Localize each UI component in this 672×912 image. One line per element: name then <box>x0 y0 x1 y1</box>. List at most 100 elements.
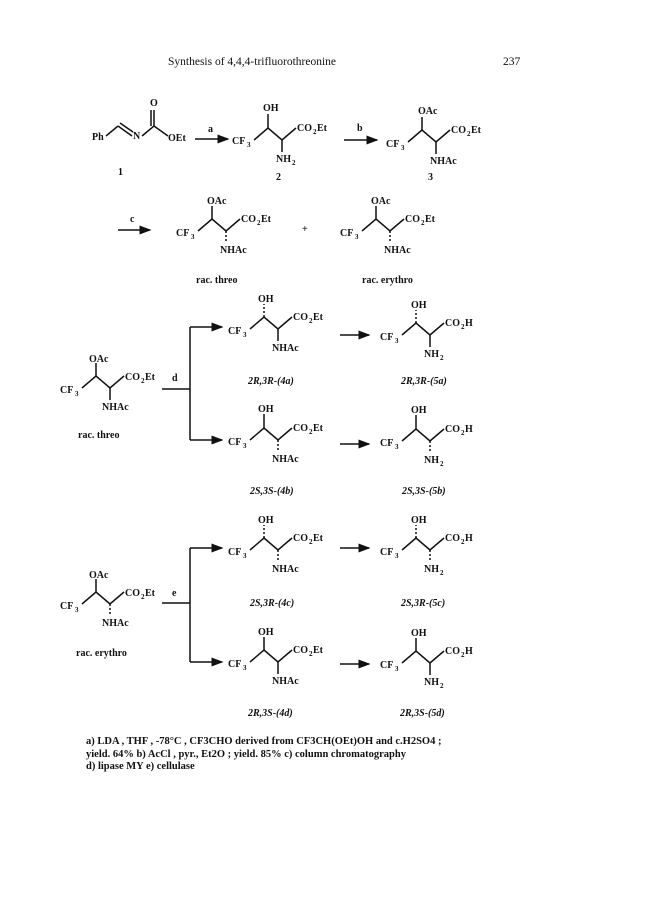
svg-text:3: 3 <box>243 664 247 672</box>
svg-text:H: H <box>465 646 473 657</box>
svg-text:2: 2 <box>440 569 444 577</box>
svg-text:CF: CF <box>60 385 73 396</box>
step-b-label: b <box>357 123 363 134</box>
svg-text:OH: OH <box>258 294 274 305</box>
svg-text:3: 3 <box>247 141 251 149</box>
svg-text:Et: Et <box>313 423 324 434</box>
svg-text:3: 3 <box>395 337 399 345</box>
label-5d: 2R,3S-(5d) <box>399 708 445 719</box>
plus-sign: + <box>302 224 308 235</box>
branch-d <box>162 327 191 440</box>
svg-text:CF: CF <box>340 228 353 239</box>
svg-text:3: 3 <box>395 552 399 560</box>
svg-text:CO: CO <box>445 424 460 435</box>
svg-text:2: 2 <box>461 538 465 546</box>
compound-3-label: 3 <box>428 172 433 183</box>
svg-text:NH: NH <box>424 455 439 466</box>
svg-text:NH: NH <box>424 564 439 575</box>
branch-e <box>162 548 191 662</box>
svg-text:NHAc: NHAc <box>220 245 247 256</box>
svg-text:H: H <box>465 533 473 544</box>
compound-1-label: 1 <box>118 167 123 178</box>
svg-text:OH: OH <box>411 300 427 311</box>
svg-text:CF: CF <box>60 601 73 612</box>
svg-text:3: 3 <box>355 233 359 241</box>
reagents-footnote: a) LDA , THF , -78°C , CF3CHO derived fr… <box>86 736 556 774</box>
svg-text:OH: OH <box>411 515 427 526</box>
svg-text:CF: CF <box>228 437 241 448</box>
svg-text:OH: OH <box>411 405 427 416</box>
svg-text:CF: CF <box>380 660 393 671</box>
svg-text:NHAc: NHAc <box>102 402 129 413</box>
svg-text:O: O <box>150 98 158 109</box>
svg-text:3: 3 <box>395 443 399 451</box>
svg-text:OAc: OAc <box>89 570 109 581</box>
svg-text:Et: Et <box>313 645 324 656</box>
svg-text:2: 2 <box>309 428 313 436</box>
svg-text:CO: CO <box>293 533 308 544</box>
svg-text:2: 2 <box>313 128 317 136</box>
svg-text:CF: CF <box>380 547 393 558</box>
step-e-label: e <box>172 588 177 599</box>
svg-text:3: 3 <box>191 233 195 241</box>
label-5b: 2S,3S-(5b) <box>401 486 446 497</box>
footnote-line-2: yield. 64% b) AcCl , pyr., Et2O ; yield.… <box>86 748 406 760</box>
svg-text:NHAc: NHAc <box>272 454 299 465</box>
svg-text:Et: Et <box>471 125 482 136</box>
svg-text:CO: CO <box>445 533 460 544</box>
svg-text:CF: CF <box>228 326 241 337</box>
label-4a: 2R,3R-(4a) <box>247 376 294 387</box>
svg-text:CO: CO <box>241 214 256 225</box>
svg-text:OAc: OAc <box>418 106 438 117</box>
svg-text:3: 3 <box>243 442 247 450</box>
svg-text:2: 2 <box>309 317 313 325</box>
compound-2-label: 2 <box>276 172 281 183</box>
svg-text:CF: CF <box>380 332 393 343</box>
svg-text:OH: OH <box>258 515 274 526</box>
rac-threo-label: rac. threo <box>78 430 119 441</box>
svg-text:NH: NH <box>424 349 439 360</box>
svg-text:CO: CO <box>445 318 460 329</box>
svg-text:2: 2 <box>461 651 465 659</box>
svg-text:2: 2 <box>461 429 465 437</box>
label-5a: 2R,3R-(5a) <box>400 376 447 387</box>
svg-text:N: N <box>133 131 141 142</box>
rac-threo-caption: rac. threo <box>196 275 237 286</box>
svg-text:H: H <box>465 318 473 329</box>
svg-text:NHAc: NHAc <box>102 618 129 629</box>
svg-text:NHAc: NHAc <box>272 676 299 687</box>
svg-text:CO: CO <box>451 125 466 136</box>
svg-text:NH: NH <box>276 154 291 165</box>
svg-text:CF: CF <box>228 659 241 670</box>
svg-text:Et: Et <box>313 312 324 323</box>
svg-text:CF: CF <box>232 136 245 147</box>
svg-text:H: H <box>465 424 473 435</box>
svg-text:3: 3 <box>243 552 247 560</box>
svg-text:OAc: OAc <box>371 196 391 207</box>
svg-text:2: 2 <box>257 219 261 227</box>
svg-text:OH: OH <box>258 627 274 638</box>
svg-text:OAc: OAc <box>207 196 227 207</box>
footnote-line-1: a) LDA , THF , -78°C , CF3CHO derived fr… <box>86 736 442 747</box>
svg-text:2: 2 <box>440 682 444 690</box>
svg-text:3: 3 <box>75 606 79 614</box>
svg-text:2: 2 <box>309 650 313 658</box>
svg-text:Ph: Ph <box>92 132 104 143</box>
svg-text:2: 2 <box>461 323 465 331</box>
svg-text:CO: CO <box>293 423 308 434</box>
svg-text:Et: Et <box>317 123 328 134</box>
svg-text:2: 2 <box>440 354 444 362</box>
svg-text:OH: OH <box>263 103 279 114</box>
svg-text:Et: Et <box>313 533 324 544</box>
label-4d: 2R,3S-(4d) <box>247 708 293 719</box>
compound-1-structure: Ph N O OEt <box>92 98 186 144</box>
svg-text:Et: Et <box>145 588 156 599</box>
page-number: 237 <box>503 56 521 68</box>
running-header-title: Synthesis of 4,4,4-trifluorothreonine <box>168 56 337 68</box>
